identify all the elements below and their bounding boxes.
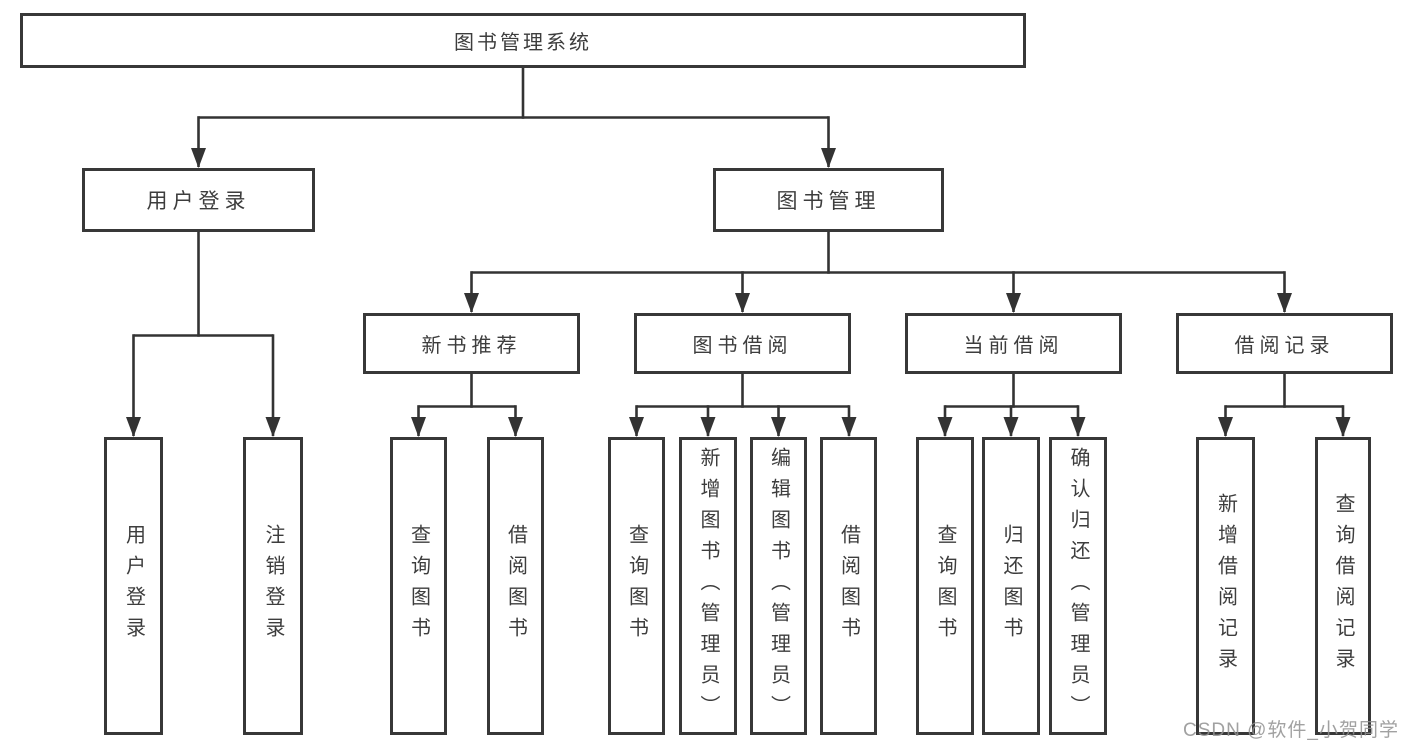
node-leaf-user-login: 用户登录 bbox=[104, 437, 163, 735]
node-leaf-confirm-return-admin: 确认归还（管理员） bbox=[1049, 437, 1107, 735]
node-leaf-confirm-return-admin-label: 确认归还（管理员） bbox=[1067, 446, 1089, 726]
node-library-system-label: 图书管理系统 bbox=[454, 32, 592, 54]
node-leaf-query-books-current: 查询图书 bbox=[916, 437, 974, 735]
node-current-borrowing: 当前借阅 bbox=[905, 313, 1122, 374]
node-leaf-borrow-books-recommend: 借阅图书 bbox=[487, 437, 544, 735]
node-user-login-label: 用户登录 bbox=[146, 190, 251, 213]
node-new-book-recommend: 新书推荐 bbox=[363, 313, 580, 374]
node-leaf-add-book-admin-label: 新增图书（管理员） bbox=[697, 446, 719, 726]
node-leaf-query-borrow-record: 查询借阅记录 bbox=[1315, 437, 1371, 735]
node-leaf-query-books-current-label: 查询图书 bbox=[934, 524, 956, 648]
node-leaf-add-borrow-record-label: 新增借阅记录 bbox=[1214, 493, 1237, 679]
node-leaf-logout-label: 注销登录 bbox=[262, 524, 284, 648]
node-leaf-borrow-books-label: 借阅图书 bbox=[837, 524, 860, 648]
node-book-borrowing-label: 图书借阅 bbox=[692, 335, 793, 357]
node-leaf-return-books-label: 归还图书 bbox=[1000, 524, 1022, 648]
node-leaf-logout: 注销登录 bbox=[243, 437, 303, 735]
node-leaf-user-login-label: 用户登录 bbox=[122, 524, 145, 648]
node-new-book-recommend-label: 新书推荐 bbox=[421, 335, 522, 357]
node-current-borrowing-label: 当前借阅 bbox=[963, 335, 1064, 357]
node-leaf-query-books-recommend: 查询图书 bbox=[390, 437, 447, 735]
node-book-borrowing: 图书借阅 bbox=[634, 313, 851, 374]
node-leaf-add-borrow-record: 新增借阅记录 bbox=[1196, 437, 1255, 735]
node-library-system: 图书管理系统 bbox=[20, 13, 1026, 68]
node-book-management: 图书管理 bbox=[713, 168, 944, 232]
node-borrowing-records-label: 借阅记录 bbox=[1234, 335, 1335, 357]
node-leaf-query-books-borrow-label: 查询图书 bbox=[625, 524, 648, 648]
csdn-watermark: CSDN @软件_小贺同学 bbox=[1183, 720, 1399, 741]
node-user-login: 用户登录 bbox=[82, 168, 315, 232]
node-leaf-query-books-borrow: 查询图书 bbox=[608, 437, 665, 735]
node-leaf-edit-book-admin: 编辑图书（管理员） bbox=[750, 437, 807, 735]
node-leaf-borrow-books: 借阅图书 bbox=[820, 437, 877, 735]
node-leaf-return-books: 归还图书 bbox=[982, 437, 1040, 735]
node-leaf-query-borrow-record-label: 查询借阅记录 bbox=[1332, 493, 1354, 679]
node-borrowing-records: 借阅记录 bbox=[1176, 313, 1393, 374]
node-leaf-query-books-recommend-label: 查询图书 bbox=[407, 524, 430, 648]
node-leaf-edit-book-admin-label: 编辑图书（管理员） bbox=[767, 446, 790, 726]
node-leaf-borrow-books-recommend-label: 借阅图书 bbox=[504, 524, 527, 648]
node-book-management-label: 图书管理 bbox=[776, 190, 881, 213]
node-leaf-add-book-admin: 新增图书（管理员） bbox=[679, 437, 737, 735]
